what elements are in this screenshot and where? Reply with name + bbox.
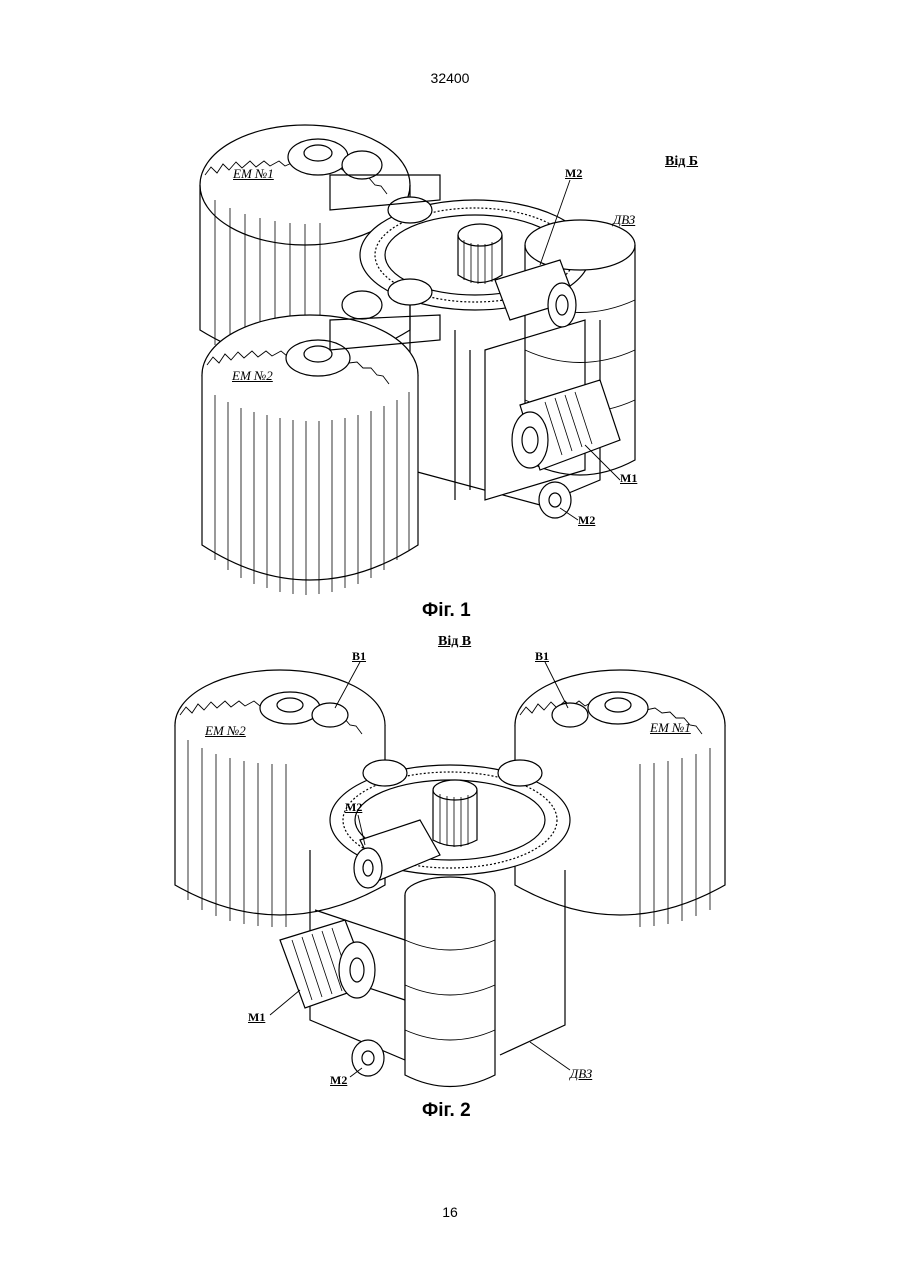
fig2-label-em-left: ЕМ №2 [205,723,246,739]
fig1-label-em2: ЕМ №2 [232,368,273,384]
figure-1-caption: Фіг. 1 [422,600,471,622]
fig2-label-m2-top: M2 [345,800,362,815]
fig1-label-m2-top: M2 [565,166,582,181]
figure-2-caption: Фіг. 2 [422,1100,471,1122]
fig1-label-dvz: ДВЗ [613,212,635,228]
fig1-label-m1: M1 [620,471,637,486]
fig1-label-em1: ЕМ №1 [233,166,274,182]
em2-machine [202,315,418,595]
fig2-label-em-right: ЕМ №1 [650,720,691,736]
figure-2-drawing [0,640,900,1110]
motor-m2-bottom [352,1040,384,1076]
fig1-label-m2-bottom: M2 [578,513,595,528]
figure-1-drawing [0,0,900,620]
fig2-label-dvz: ДВЗ [570,1066,592,1082]
dvz-cylinder [405,877,495,1087]
fig2-label-b1-right: В1 [535,649,549,664]
page-number: 16 [0,1204,900,1220]
fig2-label-m1: M1 [248,1010,265,1025]
fig1-view-label: Від Б [665,154,698,170]
fig2-label-b1-left: В1 [352,649,366,664]
fig2-view-label: Від В [438,634,471,650]
fig2-label-m2-bottom: M2 [330,1073,347,1088]
